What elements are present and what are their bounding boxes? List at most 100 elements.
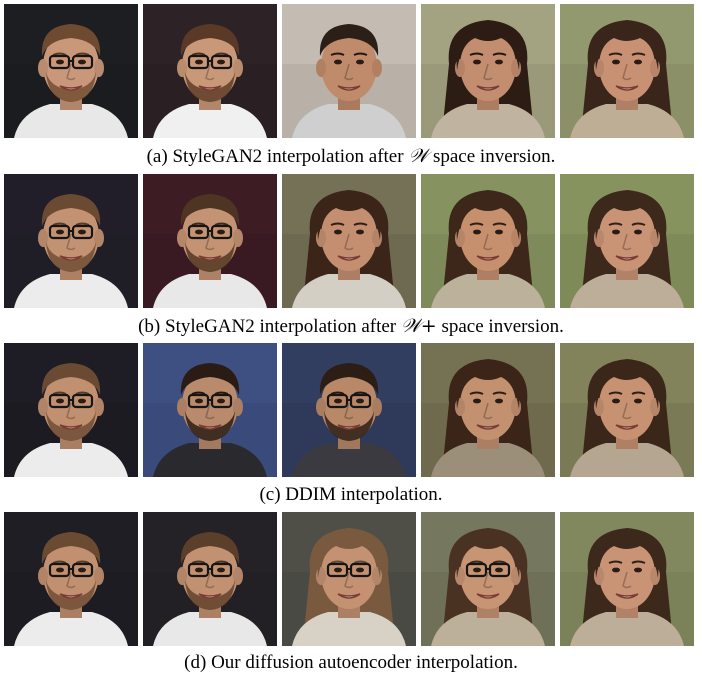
mouth xyxy=(198,424,222,430)
nose xyxy=(205,402,215,420)
portrait-svg xyxy=(4,174,138,308)
nose xyxy=(66,402,76,420)
portrait-svg xyxy=(421,343,555,477)
caption-b-pre: (b) StyleGAN2 interpolation after xyxy=(138,316,401,337)
right-brow xyxy=(353,560,368,564)
left-brow xyxy=(608,560,623,564)
left-eye xyxy=(612,59,620,65)
right-ear xyxy=(233,398,243,416)
left-eye xyxy=(473,398,481,404)
face-image xyxy=(282,512,416,646)
mouth xyxy=(59,255,83,261)
left-ear xyxy=(177,398,187,416)
left-ear xyxy=(455,567,465,585)
hair-top xyxy=(595,363,659,409)
hair-top xyxy=(180,363,240,395)
mouth xyxy=(198,85,222,91)
nose xyxy=(344,63,354,81)
portrait-svg xyxy=(560,174,694,308)
mouth xyxy=(198,593,222,599)
nose xyxy=(483,402,493,420)
right-eye xyxy=(634,59,642,65)
nose xyxy=(205,571,215,589)
left-ear xyxy=(38,59,48,77)
right-brow xyxy=(75,560,90,564)
right-brow xyxy=(492,52,507,56)
right-eye xyxy=(217,59,225,65)
caption-a-symbol: 𝒲 xyxy=(408,145,429,167)
hair-top xyxy=(41,194,101,226)
left-ear xyxy=(38,398,48,416)
left-eye xyxy=(195,398,203,404)
face-image xyxy=(421,174,555,308)
caption-c-text: (c) DDIM interpolation. xyxy=(259,484,443,505)
nose xyxy=(205,63,215,81)
right-ear xyxy=(511,567,521,585)
left-ear xyxy=(316,567,326,585)
right-brow xyxy=(631,560,646,564)
right-eye xyxy=(78,229,86,235)
left-eye xyxy=(473,59,481,65)
mouth xyxy=(198,255,222,261)
right-eye xyxy=(495,229,503,235)
left-brow xyxy=(330,222,345,226)
row-c-images xyxy=(4,343,698,479)
face-image xyxy=(143,4,277,138)
mouth xyxy=(615,593,639,599)
shirt xyxy=(431,104,545,138)
hair-top xyxy=(595,194,659,240)
mouth xyxy=(615,424,639,430)
left-ear xyxy=(594,59,604,77)
right-ear xyxy=(372,567,382,585)
left-eye xyxy=(195,59,203,65)
right-ear xyxy=(511,59,521,77)
hair-top xyxy=(41,363,101,395)
beard xyxy=(46,580,96,610)
left-brow xyxy=(191,222,206,226)
left-brow xyxy=(52,52,67,56)
right-eye xyxy=(634,567,642,573)
left-eye xyxy=(612,567,620,573)
left-eye xyxy=(612,398,620,404)
portrait-svg xyxy=(421,4,555,138)
left-eye xyxy=(56,229,64,235)
face-image xyxy=(282,343,416,477)
caption-b-post: space inversion. xyxy=(436,316,564,337)
left-brow xyxy=(52,391,67,395)
beard xyxy=(185,72,235,102)
left-eye xyxy=(334,229,342,235)
face-image xyxy=(143,174,277,308)
shirt xyxy=(292,274,406,308)
right-eye xyxy=(78,567,86,573)
face-image xyxy=(4,174,138,308)
nose xyxy=(344,233,354,251)
portrait-svg xyxy=(143,4,277,138)
portrait-svg xyxy=(282,512,416,646)
right-ear xyxy=(94,59,104,77)
shirt xyxy=(570,274,684,308)
portrait-svg xyxy=(282,4,416,138)
hair-top xyxy=(41,24,101,56)
beard xyxy=(324,411,374,441)
face-image xyxy=(282,4,416,138)
hair-top xyxy=(317,532,381,578)
left-ear xyxy=(316,59,326,77)
face-image xyxy=(143,343,277,477)
nose xyxy=(344,402,354,420)
face-image xyxy=(560,343,694,477)
left-ear xyxy=(594,567,604,585)
left-ear xyxy=(177,59,187,77)
face-image xyxy=(421,512,555,646)
right-ear xyxy=(233,229,243,247)
mouth xyxy=(476,424,500,430)
right-eye xyxy=(356,567,364,573)
shirt xyxy=(14,443,128,477)
nose xyxy=(205,233,215,251)
nose xyxy=(483,233,493,251)
right-eye xyxy=(217,398,225,404)
shirt xyxy=(14,612,128,646)
right-ear xyxy=(372,59,382,77)
right-brow xyxy=(214,391,229,395)
nose xyxy=(483,571,493,589)
mouth xyxy=(337,85,361,91)
